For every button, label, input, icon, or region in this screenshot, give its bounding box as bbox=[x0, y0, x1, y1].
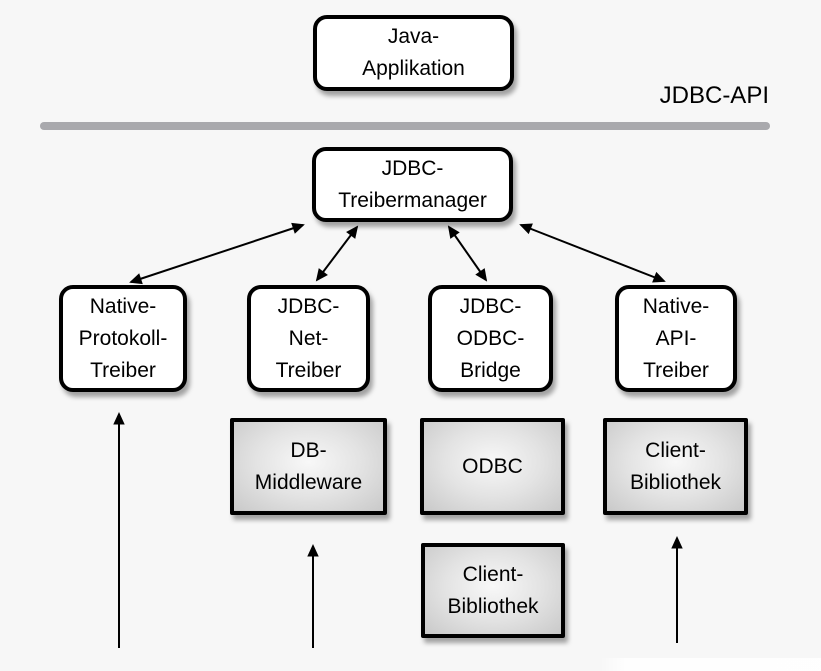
node-label-line: ODBC bbox=[462, 454, 523, 478]
node-native-protokoll-treiber: Native- Protokoll- Treiber bbox=[59, 285, 187, 392]
node-jdbc-odbc-bridge: JDBC- ODBC- Bridge bbox=[428, 285, 553, 392]
node-label-line: Native- bbox=[89, 294, 157, 318]
node-label-line: JDBC- bbox=[381, 156, 444, 180]
node-label-line: DB- bbox=[290, 438, 327, 462]
node-label-line: API- bbox=[655, 326, 697, 350]
jdbc-api-separator-line bbox=[40, 122, 770, 130]
node-odbc: ODBC bbox=[420, 418, 565, 515]
edge-treibermanager-jdbc-net bbox=[315, 225, 359, 282]
node-label-line: Java- bbox=[387, 25, 440, 48]
node-label-line: Bibliothek bbox=[447, 594, 539, 618]
cutoff-box-edge bbox=[600, 658, 821, 671]
node-label-line: Treiber bbox=[275, 358, 342, 382]
node-label-line: Net- bbox=[288, 326, 329, 350]
node-label-line: JDBC- bbox=[459, 294, 522, 318]
node-label-line: Native- bbox=[642, 294, 710, 318]
node-java-applikation: Java- Applikation bbox=[313, 15, 514, 91]
node-label-line: Treiber bbox=[90, 358, 156, 382]
node-native-api-treiber: Native- API- Treiber bbox=[615, 285, 737, 392]
node-client-bibliothek-api: Client- Bibliothek bbox=[603, 418, 748, 515]
node-label-line: Bibliothek bbox=[629, 470, 722, 494]
node-label-line: Client- bbox=[462, 562, 524, 586]
node-label-line: Treibermanager bbox=[338, 188, 487, 212]
node-label-line: JDBC- bbox=[277, 294, 340, 318]
node-db-middleware: DB- Middleware bbox=[230, 418, 387, 515]
node-label-line: ODBC- bbox=[456, 326, 525, 350]
node-jdbc-treibermanager: JDBC- Treibermanager bbox=[312, 147, 513, 222]
edge-treibermanager-jdbc-odbc bbox=[447, 225, 488, 282]
node-label-line: Applikation bbox=[362, 57, 465, 80]
node-jdbc-net-treiber: JDBC- Net- Treiber bbox=[247, 285, 370, 392]
jdbc-api-label: JDBC-API bbox=[659, 82, 769, 109]
node-label-line: Middleware bbox=[254, 470, 363, 494]
node-client-bibliothek-odbc: Client- Bibliothek bbox=[421, 543, 565, 638]
edge-treibermanager-native-api bbox=[519, 223, 666, 283]
node-label-line: Treiber bbox=[643, 358, 709, 382]
node-label-line: Client- bbox=[645, 438, 706, 462]
node-label-line: Protokoll- bbox=[78, 326, 168, 350]
edge-treibermanager-native-protokoll bbox=[129, 222, 305, 285]
node-label-line: Bridge bbox=[460, 358, 521, 382]
